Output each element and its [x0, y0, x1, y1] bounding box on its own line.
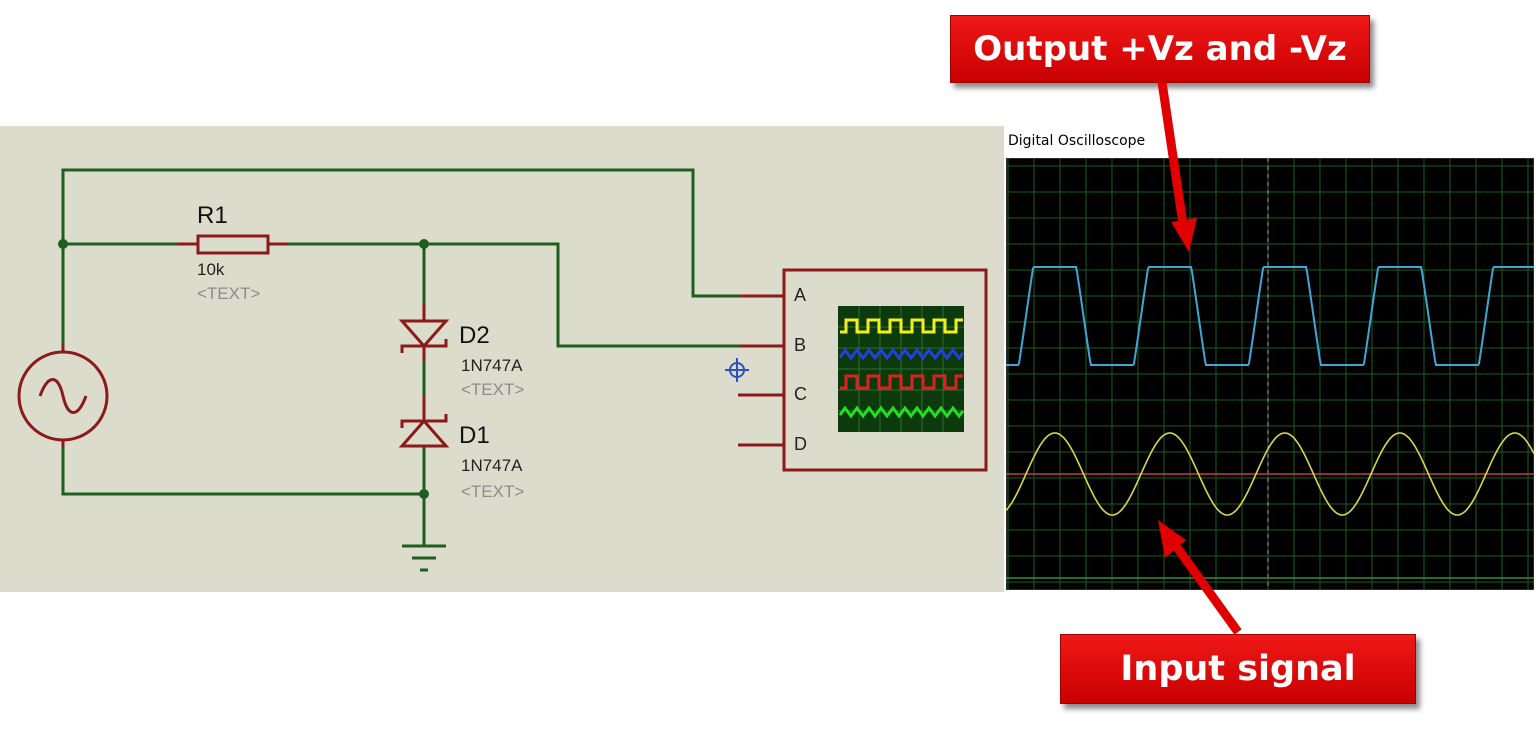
junction-dot: [419, 489, 429, 499]
wire-bottom: [61, 448, 424, 496]
ground-symbol: [402, 544, 446, 572]
junction-dot: [58, 239, 68, 249]
input-callout: Input signal: [1060, 634, 1416, 704]
d1-part-label: 1N747A: [461, 456, 523, 475]
d2-text-label: <TEXT>: [461, 380, 525, 399]
wire-top: [61, 168, 740, 344]
junction-dot: [419, 239, 429, 249]
oscilloscope-title: Digital Oscilloscope: [1008, 133, 1146, 149]
input-arrow-icon: [1158, 520, 1242, 635]
d1-ref-label: D1: [459, 422, 490, 449]
scope-grid: [1006, 158, 1534, 590]
output-trace: [1006, 266, 1534, 366]
resistor-symbol: [178, 234, 288, 255]
scope-pin-a-label: A: [794, 285, 807, 305]
schematic-panel: R1 10k <TEXT> D2 1N747A <TEXT> D1 1N747A…: [0, 126, 1004, 592]
scope-pin-stubs: [738, 294, 784, 447]
scope-icon: [838, 306, 965, 432]
input-trace: [1006, 432, 1534, 516]
crosshair-cursor-icon: [725, 358, 749, 382]
schematic-drawing: [17, 168, 988, 572]
resistor-value-label: 10k: [197, 260, 225, 279]
zener-d1-symbol: [398, 396, 450, 448]
oscilloscope-window: Digital Oscilloscope: [1004, 126, 1536, 592]
zener-d2-symbol: [398, 304, 450, 362]
output-arrow-icon: [1157, 81, 1197, 252]
resistor-ref-label: R1: [197, 202, 228, 229]
junctions: [58, 239, 429, 499]
scope-pin-d-label: D: [794, 434, 807, 454]
scope-pin-c-label: C: [794, 384, 807, 404]
resistor-text-label: <TEXT>: [197, 284, 261, 303]
d2-ref-label: D2: [459, 322, 490, 349]
d2-part-label: 1N747A: [461, 356, 523, 375]
scope-pin-b-label: B: [794, 335, 807, 355]
d1-text-label: <TEXT>: [461, 482, 525, 501]
ac-source-symbol: [17, 344, 109, 448]
oscilloscope-screen[interactable]: [1006, 158, 1534, 590]
